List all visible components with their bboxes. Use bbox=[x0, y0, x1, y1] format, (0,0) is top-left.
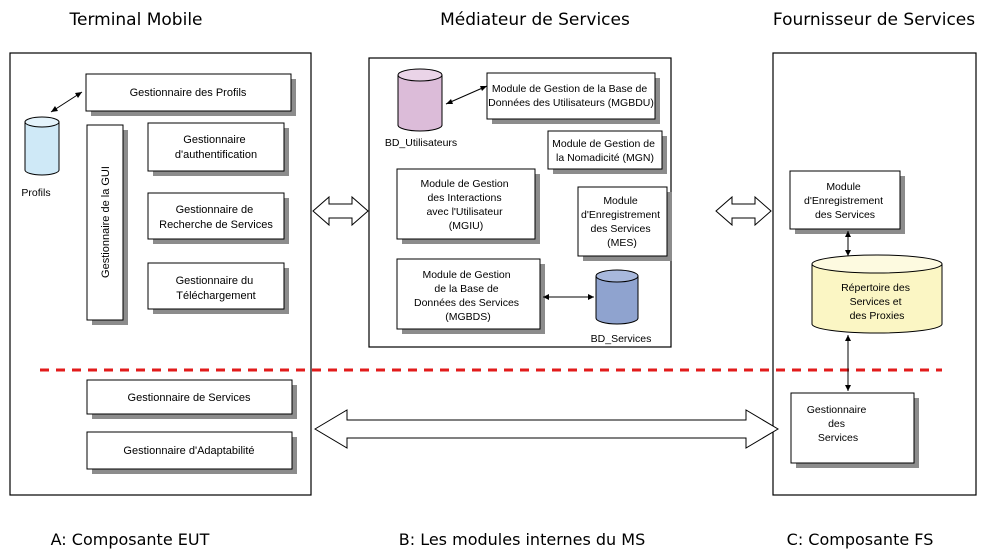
arrowhead bbox=[446, 99, 453, 104]
panel-fournisseur-services bbox=[772, 52, 977, 496]
box-services-text: Gestionnaire de Services bbox=[128, 392, 251, 404]
profiles-db-label: Profils bbox=[21, 187, 50, 199]
arrowhead bbox=[845, 385, 851, 391]
box-mes: Module d'Enregistrement des Services (ME… bbox=[577, 186, 672, 261]
services-database-icon bbox=[595, 269, 639, 325]
box-mgbds-text: Module de Gestion de la Base de Données … bbox=[414, 269, 522, 323]
box-mgbdu: Module de Gestion de la Base de Données … bbox=[486, 72, 660, 124]
box-mgbds: Module de Gestion de la Base de Données … bbox=[396, 258, 545, 334]
box-gestionnaire-authentification: Gestionnaire d'authentification bbox=[147, 122, 289, 176]
box-gestionnaire-telechargement: Gestionnaire du Téléchargement bbox=[147, 262, 289, 314]
arrowhead bbox=[845, 335, 851, 341]
title-fournisseur-services: Fournisseur de Services bbox=[773, 10, 975, 30]
box-mes-text: Module d'Enregistrement des Services (ME… bbox=[581, 195, 663, 249]
box-gestionnaire-gui: Gestionnaire de la GUI bbox=[86, 124, 128, 325]
box-gestionnaire-profils-text: Gestionnaire des Profils bbox=[130, 87, 247, 99]
users-database-icon bbox=[397, 68, 443, 132]
repository-database-icon bbox=[811, 254, 943, 334]
caption-composante-eut: A: Composante EUT bbox=[51, 530, 210, 549]
box-gestionnaire-profils: Gestionnaire des Profils bbox=[85, 73, 296, 116]
caption-composante-fs: C: Composante FS bbox=[787, 530, 934, 549]
users-db-label: BD_Utilisateurs bbox=[385, 137, 457, 149]
box-manager-text: Gestionnaire des Services bbox=[807, 404, 869, 444]
box-gestionnaire-services-eut: Gestionnaire de Services bbox=[86, 379, 297, 419]
box-download-text: Gestionnaire du Téléchargement bbox=[176, 275, 257, 302]
link-eut-ms-arrow bbox=[312, 195, 369, 227]
box-mgiu-text: Module de Gestion des Interactions avec … bbox=[420, 178, 511, 232]
arrowhead bbox=[588, 294, 594, 300]
title-mediateur-services: Médiateur de Services bbox=[440, 10, 630, 30]
arrowhead bbox=[543, 294, 549, 300]
arrowhead bbox=[845, 250, 851, 256]
arrowhead bbox=[75, 92, 82, 98]
box-gestionnaire-recherche: Gestionnaire de Recherche de Services bbox=[147, 192, 289, 244]
link-ms-fs-arrow bbox=[715, 195, 772, 227]
arrowhead bbox=[845, 231, 851, 237]
arrowhead bbox=[51, 106, 58, 112]
services-db-label: BD_Services bbox=[591, 333, 652, 345]
title-terminal-mobile: Terminal Mobile bbox=[68, 10, 202, 30]
panel-terminal-mobile bbox=[9, 52, 312, 496]
arrowhead bbox=[480, 86, 487, 91]
repository-label: Répertoire des Services et des Proxies bbox=[841, 282, 913, 322]
box-gestionnaire-adaptabilite: Gestionnaire d'Adaptabilité bbox=[86, 431, 297, 474]
box-registration-text: Module d'Enregistrement des Services bbox=[804, 181, 886, 221]
box-mgiu: Module de Gestion des Interactions avec … bbox=[396, 168, 540, 244]
box-mgbdu-text: Module de Gestion de la Base de Données … bbox=[488, 83, 654, 109]
box-mgn-text: Module de Gestion de la Nomadicité (MGN) bbox=[552, 138, 658, 164]
gui-label: Gestionnaire de la GUI bbox=[100, 166, 112, 278]
link-eut-fs-arrow bbox=[314, 409, 779, 449]
box-gestionnaire-services-fs: Gestionnaire des Services bbox=[790, 392, 919, 468]
box-search-text: Gestionnaire de Recherche de Services bbox=[159, 204, 273, 231]
box-auth-text: Gestionnaire d'authentification bbox=[175, 134, 257, 161]
box-mgn: Module de Gestion de la Nomadicité (MGN) bbox=[547, 130, 667, 174]
caption-modules-ms: B: Les modules internes du MS bbox=[399, 530, 645, 549]
profiles-database-icon bbox=[24, 116, 60, 176]
box-adapt-text: Gestionnaire d'Adaptabilité bbox=[123, 445, 254, 457]
box-module-enregistrement-fs: Module d'Enregistrement des Services bbox=[789, 170, 905, 234]
users-db-link-arrow bbox=[445, 85, 488, 105]
